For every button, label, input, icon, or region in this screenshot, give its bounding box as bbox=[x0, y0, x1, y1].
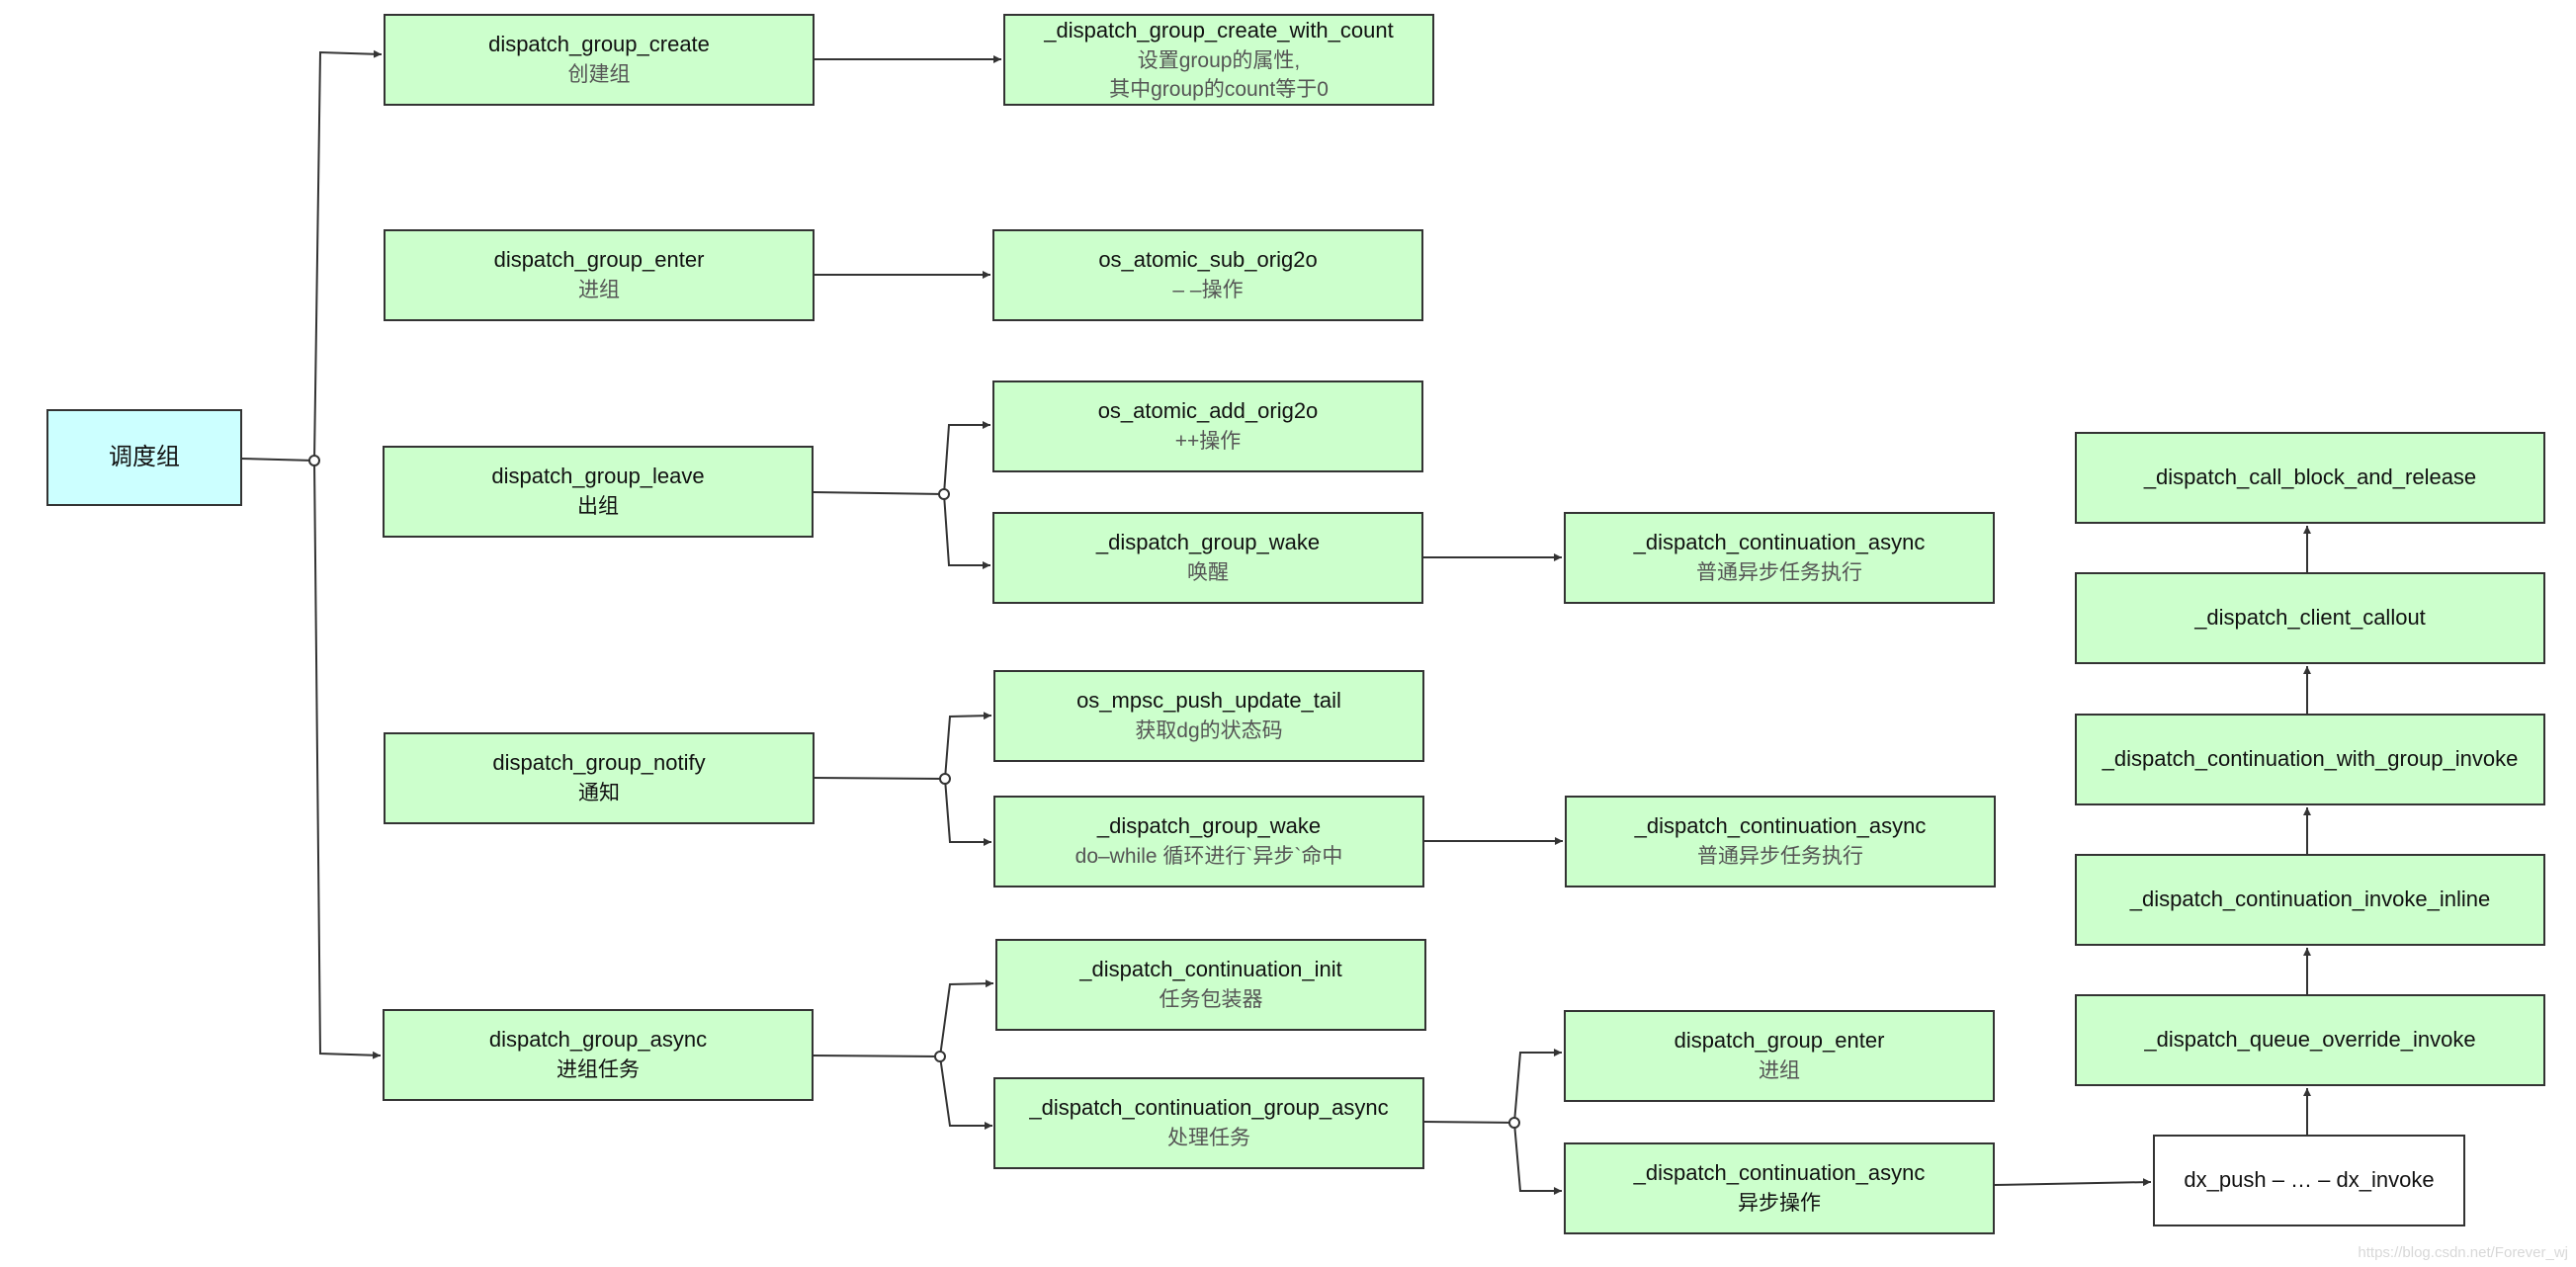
root-node: 调度组 bbox=[46, 409, 242, 506]
junction-async bbox=[934, 1051, 946, 1062]
edge-to-async3 bbox=[1513, 1122, 1562, 1195]
edge-notify-junction bbox=[813, 777, 946, 780]
node-subtitle: ++操作 bbox=[1174, 430, 1242, 454]
node-title: dispatch_group_async bbox=[488, 1027, 708, 1053]
node-title: dispatch_group_create bbox=[488, 32, 710, 57]
node-dispatch-group-enter: dispatch_group_enter 进组 bbox=[384, 229, 815, 321]
edge-notify-to-mpsc bbox=[944, 712, 992, 780]
node-title: _dispatch_group_wake bbox=[1095, 530, 1321, 555]
node-subtitle: 普通异步任务执行 bbox=[1697, 845, 1863, 869]
edge-root-to-async bbox=[313, 460, 382, 1059]
node-title: dispatch_group_leave bbox=[491, 464, 705, 489]
node-subtitle: do–while 循环进行`异步`命中 bbox=[1074, 845, 1343, 869]
edge-leave-junction bbox=[812, 491, 945, 495]
node-title: _dispatch_queue_override_invoke bbox=[2144, 1027, 2476, 1053]
junction-root bbox=[308, 455, 320, 466]
node-continuation-async-1: _dispatch_continuation_async 普通异步任务执行 bbox=[1564, 512, 1995, 604]
edge-async-to-init bbox=[939, 979, 994, 1057]
node-dispatch-group-async: dispatch_group_async 进组任务 bbox=[383, 1009, 814, 1101]
root-title: 调度组 bbox=[109, 444, 180, 471]
node-subtitle: 进组 bbox=[578, 279, 620, 302]
node-dispatch-group-leave: dispatch_group_leave 出组 bbox=[383, 446, 814, 538]
node-subtitle: 处理任务 bbox=[1167, 1127, 1250, 1150]
junction-notify bbox=[939, 773, 951, 785]
node-queue-override-invoke: _dispatch_queue_override_invoke bbox=[2075, 994, 2545, 1086]
node-subtitle: 普通异步任务执行 bbox=[1696, 561, 1862, 585]
junction-group-async bbox=[1508, 1117, 1520, 1129]
node-os-atomic-sub: os_atomic_sub_orig2o – –操作 bbox=[992, 229, 1423, 321]
edge-root-to-create bbox=[313, 49, 383, 462]
edge-to-enter2 bbox=[1513, 1049, 1562, 1124]
node-dispatch-group-create: dispatch_group_create 创建组 bbox=[384, 14, 815, 106]
node-title: _dispatch_continuation_init bbox=[1079, 957, 1342, 982]
node-client-callout: _dispatch_client_callout bbox=[2075, 572, 2545, 664]
node-title: dispatch_group_notify bbox=[492, 750, 706, 776]
node-continuation-invoke-inline: _dispatch_continuation_invoke_inline bbox=[2075, 854, 2545, 946]
node-os-atomic-add: os_atomic_add_orig2o ++操作 bbox=[992, 380, 1423, 472]
node-subtitle: 唤醒 bbox=[1187, 561, 1229, 585]
node-subtitle: 通知 bbox=[578, 782, 620, 805]
node-create-with-count: _dispatch_group_create_with_count 设置grou… bbox=[1003, 14, 1434, 106]
edge-async-to-group-async bbox=[939, 1056, 992, 1130]
node-dispatch-group-enter-2: dispatch_group_enter 进组 bbox=[1564, 1010, 1995, 1102]
node-subtitle: 异步操作 bbox=[1738, 1192, 1821, 1216]
node-title: _dispatch_continuation_async bbox=[1633, 530, 1926, 555]
edge-leave-to-add bbox=[943, 421, 990, 495]
node-continuation-async-2: _dispatch_continuation_async 普通异步任务执行 bbox=[1565, 796, 1996, 887]
edge-leave-to-wake bbox=[943, 493, 990, 569]
junction-leave bbox=[938, 488, 950, 500]
node-group-wake-2: _dispatch_group_wake do–while 循环进行`异步`命中 bbox=[993, 796, 1424, 887]
node-dispatch-group-notify: dispatch_group_notify 通知 bbox=[384, 732, 815, 824]
node-dx-push-invoke: dx_push – … – dx_invoke bbox=[2153, 1135, 2465, 1226]
node-title: os_atomic_add_orig2o bbox=[1097, 398, 1319, 424]
node-title: _dispatch_client_callout bbox=[2194, 605, 2426, 631]
node-title: dx_push – … – dx_invoke bbox=[2184, 1167, 2435, 1193]
node-group-wake-1: _dispatch_group_wake 唤醒 bbox=[992, 512, 1423, 604]
node-title: dispatch_group_enter bbox=[1674, 1028, 1885, 1054]
node-subtitle: – –操作 bbox=[1172, 279, 1244, 302]
node-subtitle: 创建组 bbox=[567, 63, 631, 87]
node-title: _dispatch_group_wake bbox=[1096, 813, 1322, 839]
node-continuation-async-3: _dispatch_continuation_async 异步操作 bbox=[1564, 1142, 1995, 1234]
node-title: dispatch_group_enter bbox=[493, 247, 705, 273]
node-continuation-init: _dispatch_continuation_init 任务包装器 bbox=[995, 939, 1426, 1031]
node-title: _dispatch_call_block_and_release bbox=[2143, 465, 2477, 490]
node-title: _dispatch_continuation_group_async bbox=[1029, 1095, 1389, 1121]
node-continuation-with-group-invoke: _dispatch_continuation_with_group_invoke bbox=[2075, 714, 2545, 805]
node-title: _dispatch_continuation_async bbox=[1634, 813, 1927, 839]
node-subtitle: 进组 bbox=[1759, 1059, 1800, 1083]
edge-root-junction bbox=[240, 458, 315, 462]
node-call-block-and-release: _dispatch_call_block_and_release bbox=[2075, 432, 2545, 524]
watermark: https://blog.csdn.net/Forever_wj bbox=[2358, 1244, 2568, 1261]
node-title: os_atomic_sub_orig2o bbox=[1098, 247, 1318, 273]
node-mpsc-push: os_mpsc_push_update_tail 获取dg的状态码 bbox=[993, 670, 1424, 762]
node-title: _dispatch_continuation_async bbox=[1633, 1160, 1926, 1186]
node-title: _dispatch_continuation_with_group_invoke bbox=[2102, 746, 2519, 772]
node-subtitle: 任务包装器 bbox=[1159, 988, 1263, 1012]
node-subtitle-line1: 设置group的属性, bbox=[1137, 48, 1301, 72]
node-title: _dispatch_group_create_with_count bbox=[1044, 17, 1394, 42]
edge-group-async-junction bbox=[1422, 1121, 1515, 1124]
node-title: _dispatch_continuation_invoke_inline bbox=[2129, 887, 2491, 912]
node-subtitle: 获取dg的状态码 bbox=[1135, 719, 1283, 743]
node-subtitle: 进组任务 bbox=[557, 1058, 640, 1082]
edge-async3-to-dx bbox=[1993, 1178, 2152, 1187]
edge-notify-to-wake2 bbox=[944, 778, 991, 846]
node-subtitle: 出组 bbox=[577, 495, 619, 519]
node-title: os_mpsc_push_update_tail bbox=[1076, 688, 1341, 714]
node-subtitle-line2: 其中group的count等于0 bbox=[1109, 77, 1329, 101]
node-continuation-group-async: _dispatch_continuation_group_async 处理任务 bbox=[993, 1077, 1424, 1169]
